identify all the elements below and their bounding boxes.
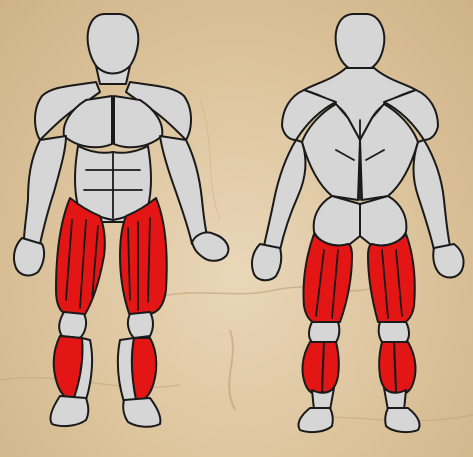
back-calf-left-inner bbox=[322, 342, 339, 392]
front-head bbox=[88, 14, 139, 74]
back-arm-left bbox=[264, 140, 305, 250]
back-hamstring-left bbox=[303, 234, 352, 324]
front-view-figure bbox=[0, 0, 236, 457]
front-foot-right bbox=[123, 398, 160, 427]
back-calf-left bbox=[303, 342, 324, 394]
back-view-figure bbox=[236, 0, 473, 457]
back-arm-right bbox=[414, 140, 451, 250]
front-knee-left bbox=[59, 312, 86, 338]
back-hand-left bbox=[252, 244, 281, 280]
back-knee-right bbox=[379, 322, 409, 342]
back-hamstring-right bbox=[368, 234, 415, 324]
front-hand-right bbox=[192, 232, 228, 260]
front-quadriceps-right bbox=[120, 198, 167, 316]
front-hand-left bbox=[14, 238, 44, 275]
back-foot-right bbox=[385, 408, 419, 432]
back-hand-right bbox=[433, 244, 463, 277]
back-glute-left bbox=[314, 196, 360, 246]
front-arm-right bbox=[160, 136, 208, 244]
back-head bbox=[336, 14, 385, 70]
back-calf-right-inner bbox=[379, 342, 396, 392]
front-calf-right bbox=[132, 338, 156, 401]
back-knee-left bbox=[309, 322, 339, 342]
front-arm-left bbox=[24, 136, 66, 244]
back-glute-right bbox=[360, 196, 406, 246]
back-calf-right bbox=[394, 342, 415, 394]
front-foot-left bbox=[50, 396, 88, 426]
back-foot-left bbox=[298, 408, 332, 432]
front-knee-right bbox=[128, 312, 153, 338]
